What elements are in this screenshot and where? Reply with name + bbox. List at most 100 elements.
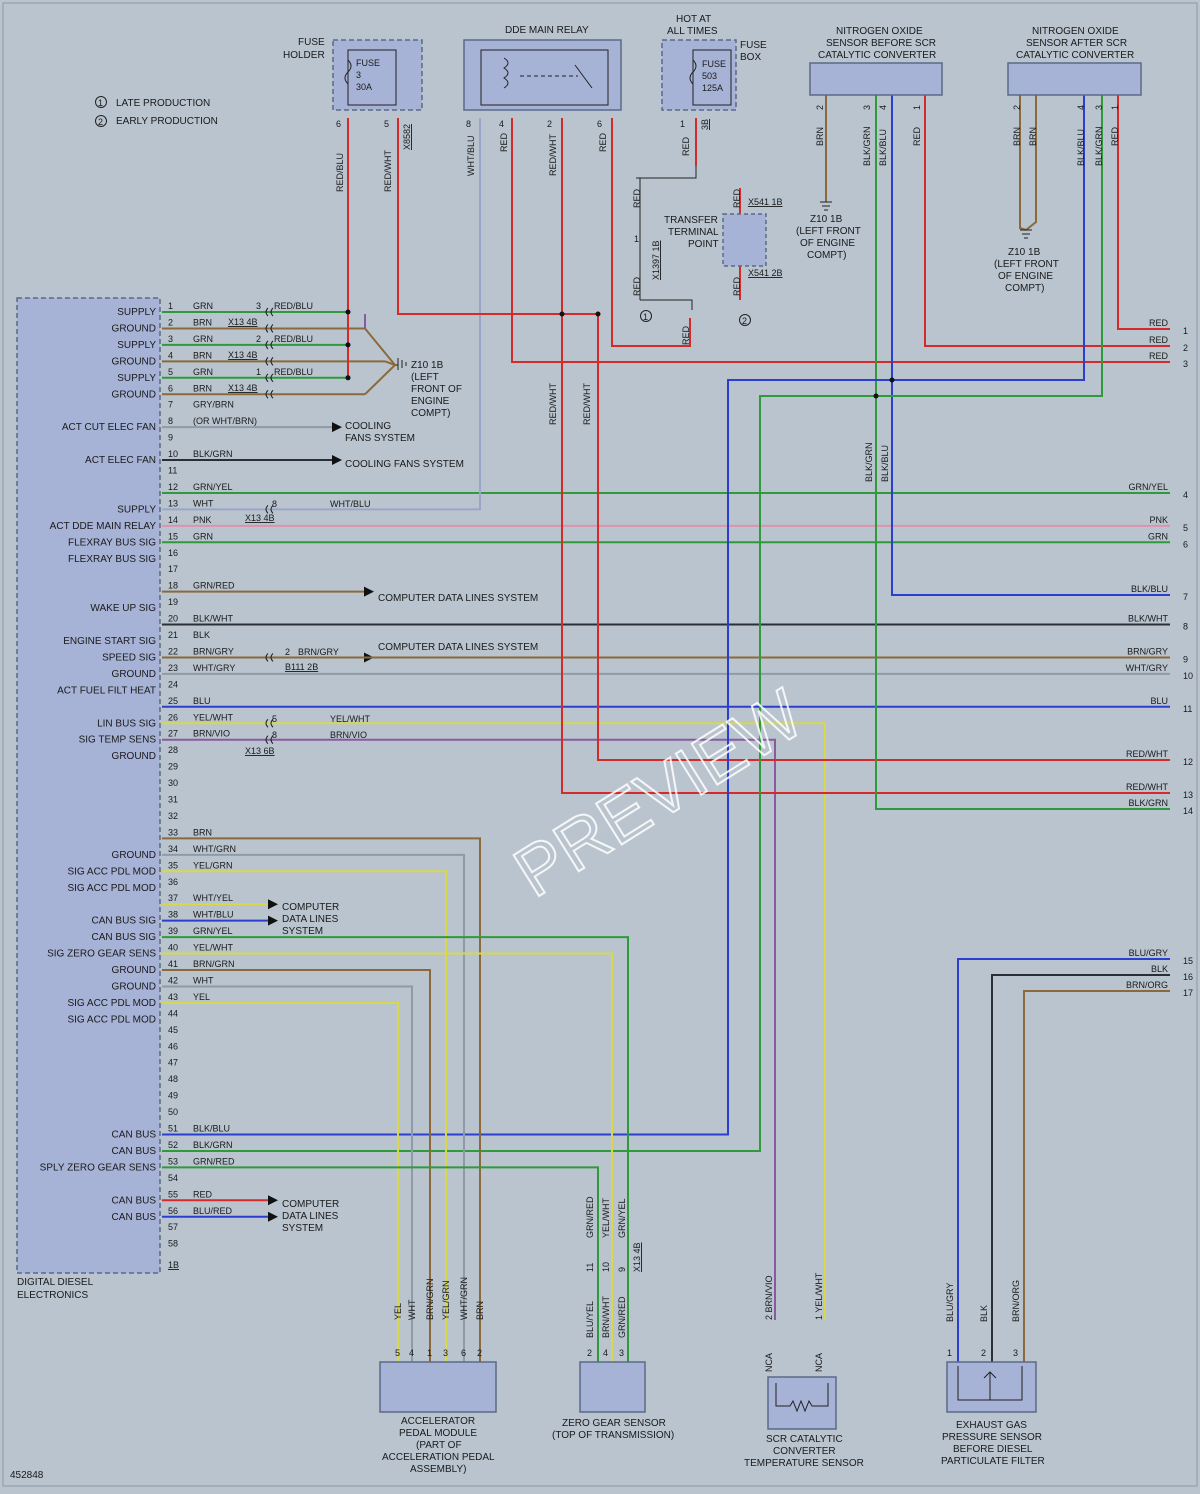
bottom-pin-num: 3: [1013, 1348, 1018, 1358]
pin-wire-color: GRN/RED: [193, 581, 235, 591]
g3-l5: COMPT): [411, 408, 450, 419]
scr-l3: TEMPERATURE SENSOR: [744, 1458, 864, 1469]
pin-wire-color: BRN: [193, 350, 212, 360]
cooling2: COOLING FANS SYSTEM: [345, 459, 464, 470]
accel-l5: ASSEMBLY): [410, 1464, 467, 1475]
relay-wire-3: RED/WHT: [548, 134, 558, 176]
zg-upper-pin: 10: [601, 1262, 611, 1272]
ref-number: 10: [1183, 671, 1193, 681]
cdl1: COMPUTER DATA LINES SYSTEM: [378, 593, 538, 604]
accel-l4: ACCELERATION PEDAL: [382, 1452, 495, 1463]
pin-wire-color: GRN/YEL: [193, 482, 233, 492]
pin2-label: 2: [256, 334, 261, 344]
nox2-pin-4: 4: [1076, 105, 1086, 110]
ex-l4: PARTICULATE FILTER: [941, 1456, 1045, 1467]
legend: 1 LATE PRODUCTION 2 EARLY PRODUCTION: [95, 96, 218, 127]
conn-x134b-4: X13 4B: [245, 513, 275, 523]
g3-l1: Z10 1B: [411, 360, 444, 371]
pin-number: 34: [168, 844, 178, 854]
zg-connector: X13 4B: [632, 1242, 642, 1272]
redblu-2: RED/BLU: [274, 334, 313, 344]
scr-pin-2: 1 YEL/WHT: [814, 1272, 824, 1320]
pin-number: 29: [168, 762, 178, 772]
pin-wire-color: BLU: [193, 696, 211, 706]
transfer-mark-2: 2: [742, 316, 747, 326]
pin-function: CAN BUS: [112, 1195, 157, 1206]
pin-function: LIN BUS SIG: [97, 718, 156, 729]
nox1-label-1: NITROGEN OXIDE: [836, 26, 923, 37]
pin-function: FLEXRAY BUS SIG: [68, 537, 156, 548]
pin-wire-color: BLK/GRN: [193, 449, 233, 459]
scr-pin-1: 2 BRN/VIO: [764, 1275, 774, 1320]
conn-b1112b: B111 2B: [285, 662, 318, 672]
arrow-head: [268, 1195, 278, 1206]
cdl4-l3: SYSTEM: [282, 1223, 323, 1234]
fuse-box: HOT AT ALL TIMES FUSE BOX FUSE 503 125A …: [661, 14, 767, 156]
scr-l1: SCR CATALYTIC: [766, 1434, 843, 1445]
fuse-holder: FUSE HOLDER FUSE 3 30A 6 5 X8582 RED/BLU…: [283, 37, 423, 192]
pin-number: 54: [168, 1173, 178, 1183]
pin-number: 45: [168, 1025, 178, 1035]
nox2-pin-2: 2: [1012, 105, 1022, 110]
pin-number: 19: [168, 597, 178, 607]
pin-function: SUPPLY: [117, 307, 156, 318]
whtblu-label: WHT/BLU: [330, 499, 371, 509]
pin-number: 31: [168, 795, 178, 805]
wire-ref3: [511, 118, 1170, 363]
pin-number: 6: [168, 383, 173, 393]
pin-function: SUPPLY: [117, 373, 156, 384]
transfer-label-1: TRANSFER: [664, 215, 718, 226]
wire-zg-53: [162, 1166, 599, 1362]
nox1-label-3: CATALYTIC CONVERTER: [818, 50, 936, 61]
pin-wire-color: BLK/WHT: [193, 614, 234, 624]
scr-pins: 2 BRN/VIO 1 YEL/WHT: [764, 1272, 824, 1320]
pin-number: 5: [168, 367, 173, 377]
pin-number: 47: [168, 1058, 178, 1068]
transfer-conn-top: X541 1B: [748, 197, 783, 207]
bottom-pin-num: 2: [477, 1348, 482, 1358]
nox2-wire-5: RED: [1110, 126, 1120, 146]
nox2-wire-1: BRN: [1012, 127, 1022, 146]
bottom-wire-label: BLU/YEL: [585, 1301, 595, 1338]
brngry-label: BRN/GRY: [298, 647, 339, 657]
connector-chevron: [265, 324, 274, 333]
pin-number: 23: [168, 663, 178, 673]
splice-dot: [873, 393, 879, 399]
arrow-head: [268, 915, 278, 926]
nox1-pin-4: 4: [878, 105, 888, 110]
pin-function: SIG TEMP SENS: [79, 735, 157, 746]
ref-number: 16: [1183, 972, 1193, 982]
fuse-box-label-2: BOX: [740, 52, 761, 63]
pin-number: 51: [168, 1124, 178, 1134]
ref-color: BLU/GRY: [1129, 948, 1168, 958]
bottom-wire-label: YEL: [393, 1303, 403, 1320]
transfer-terminal: TRANSFER TERMINAL POINT X541 1B X541 2B …: [632, 166, 783, 345]
bottom-pin-num: 1: [427, 1348, 432, 1358]
pin-number: 3: [168, 334, 173, 344]
pin-wire-color: GRN/RED: [193, 1156, 235, 1166]
ref-number: 3: [1183, 359, 1188, 369]
pin-number: 26: [168, 712, 178, 722]
pin-number: 43: [168, 992, 178, 1002]
pin-number: 39: [168, 926, 178, 936]
pin-number: 35: [168, 860, 178, 870]
pin-wire-color: WHT: [193, 498, 214, 508]
connector-chevron: [265, 735, 274, 745]
g1-l3: OF ENGINE: [800, 238, 855, 249]
connector-chevron: [265, 653, 274, 662]
pin-function: GROUND: [112, 356, 156, 367]
relay-pin-4: 4: [499, 119, 504, 129]
g2-l4: COMPT): [1005, 283, 1044, 294]
bottom-pin-num: 4: [409, 1348, 414, 1358]
pin-function: GROUND: [112, 965, 156, 976]
wire-pin13: [162, 118, 481, 511]
ref-number: 17: [1183, 988, 1193, 998]
pin2b-label: 2: [285, 647, 290, 657]
g2-l1: Z10 1B: [1008, 247, 1041, 258]
ref-number: 12: [1183, 757, 1193, 767]
connector-chevron: [265, 373, 274, 383]
pin-number: 28: [168, 745, 178, 755]
ref-color: RED: [1149, 318, 1169, 328]
redblu-1: RED/BLU: [274, 301, 313, 311]
